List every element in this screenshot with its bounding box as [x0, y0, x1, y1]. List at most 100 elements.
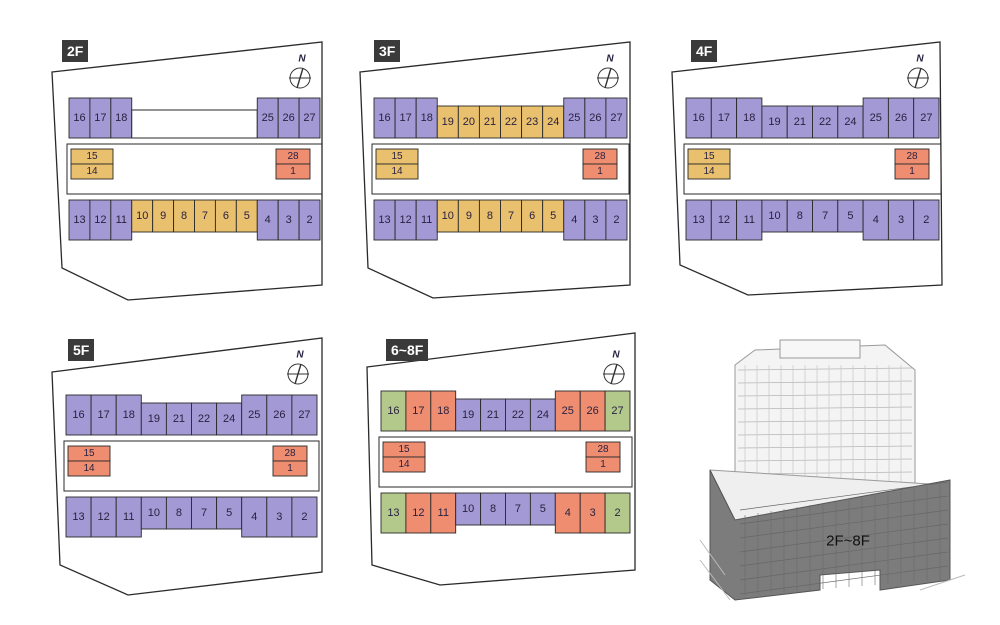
unit-label: 1 [287, 463, 293, 474]
right-side-units: 281 [894, 148, 930, 180]
unit-label: 8 [181, 210, 187, 222]
unit-label: 8 [797, 210, 803, 222]
unit-1 [894, 163, 930, 180]
unit-18 [115, 394, 142, 436]
unit-label: 12 [412, 507, 424, 519]
unit-label: 1 [290, 166, 296, 177]
unit-27 [913, 97, 940, 139]
unit-label: 4 [265, 214, 271, 226]
unit-1 [275, 163, 311, 180]
floor-badge: 4F [691, 40, 718, 62]
unit-label: 24 [547, 116, 559, 128]
unit-label: 5 [540, 503, 546, 515]
unit-label: 14 [86, 166, 98, 177]
unit-26 [579, 390, 606, 432]
unit-label: 2 [306, 214, 312, 226]
unit-label: 10 [462, 503, 474, 515]
unit-11 [430, 492, 457, 534]
north-label: N [916, 54, 924, 65]
unit-17 [90, 394, 117, 436]
unit-label: 11 [438, 507, 449, 519]
unit-27 [298, 97, 321, 139]
unit-17 [710, 97, 738, 139]
unit-16 [685, 97, 712, 139]
unit-label: 3 [592, 214, 598, 226]
unit-2 [913, 199, 940, 241]
unit-label: 14 [398, 459, 410, 470]
unit-label: 15 [86, 151, 98, 162]
unit-21 [480, 398, 506, 432]
north-label: N [612, 350, 620, 361]
unit-label: 19 [462, 409, 474, 421]
unit-7 [505, 492, 531, 526]
unit-label: 26 [587, 405, 599, 417]
unit-label: 25 [568, 112, 580, 124]
unit-25 [554, 390, 581, 432]
unit-1 [272, 460, 308, 477]
unit-label: 21 [794, 116, 806, 128]
unit-4 [241, 496, 268, 538]
unit-label: 26 [589, 112, 601, 124]
unit-label: 23 [526, 116, 538, 128]
unit-8 [786, 199, 813, 233]
unit-label: 10 [442, 210, 454, 222]
unit-label: 13 [387, 507, 399, 519]
corridor-band [378, 436, 633, 488]
unit-label: 7 [201, 507, 207, 519]
unit-label: 11 [744, 214, 755, 226]
unit-label: 15 [83, 448, 95, 459]
unit-label: 25 [262, 112, 274, 124]
unit-label: 2 [923, 214, 929, 226]
unit-label: 12 [718, 214, 730, 226]
unit-26 [887, 97, 915, 139]
unit-24 [216, 402, 243, 436]
unit-12 [710, 199, 738, 241]
unit-label: 4 [571, 214, 577, 226]
unit-label: 18 [437, 405, 449, 417]
unit-label: 26 [283, 112, 295, 124]
north-compass-icon: N [597, 54, 619, 89]
corridor-band [683, 143, 942, 195]
unit-label: 10 [136, 210, 148, 222]
unit-label: 13 [72, 511, 84, 523]
unit-label: 6 [223, 210, 229, 222]
unit-5 [529, 492, 556, 526]
unit-label: 22 [512, 409, 524, 421]
corridor-band [371, 143, 630, 195]
unit-label: 12 [400, 214, 412, 226]
floor-badge: 5F [68, 339, 95, 361]
unit-label: 18 [743, 112, 755, 124]
corridor-band [66, 143, 323, 195]
unit-17 [405, 390, 432, 432]
north-label: N [606, 54, 614, 65]
floor-badge: 3F [374, 40, 401, 62]
unit-label: 14 [703, 166, 715, 177]
unit-label: 19 [768, 116, 780, 128]
unit-label: 16 [387, 405, 399, 417]
corridor-band [63, 440, 320, 492]
unit-label: 1 [597, 166, 603, 177]
unit-label: 26 [273, 409, 285, 421]
unit-label: 27 [611, 405, 623, 417]
unit-label: 17 [98, 409, 110, 421]
unit-7 [812, 199, 839, 233]
unit-label: 28 [284, 448, 296, 459]
unit-label: 14 [391, 166, 403, 177]
unit-25 [862, 97, 889, 139]
unit-label: 3 [286, 214, 292, 226]
right-side-units: 281 [272, 445, 308, 477]
unit-26 [266, 394, 293, 436]
unit-label: 24 [537, 409, 549, 421]
unit-label: 17 [412, 405, 424, 417]
unit-label: 24 [844, 116, 856, 128]
unit-24 [529, 398, 556, 432]
unit-label: 21 [484, 116, 496, 128]
unit-label: 10 [148, 507, 160, 519]
